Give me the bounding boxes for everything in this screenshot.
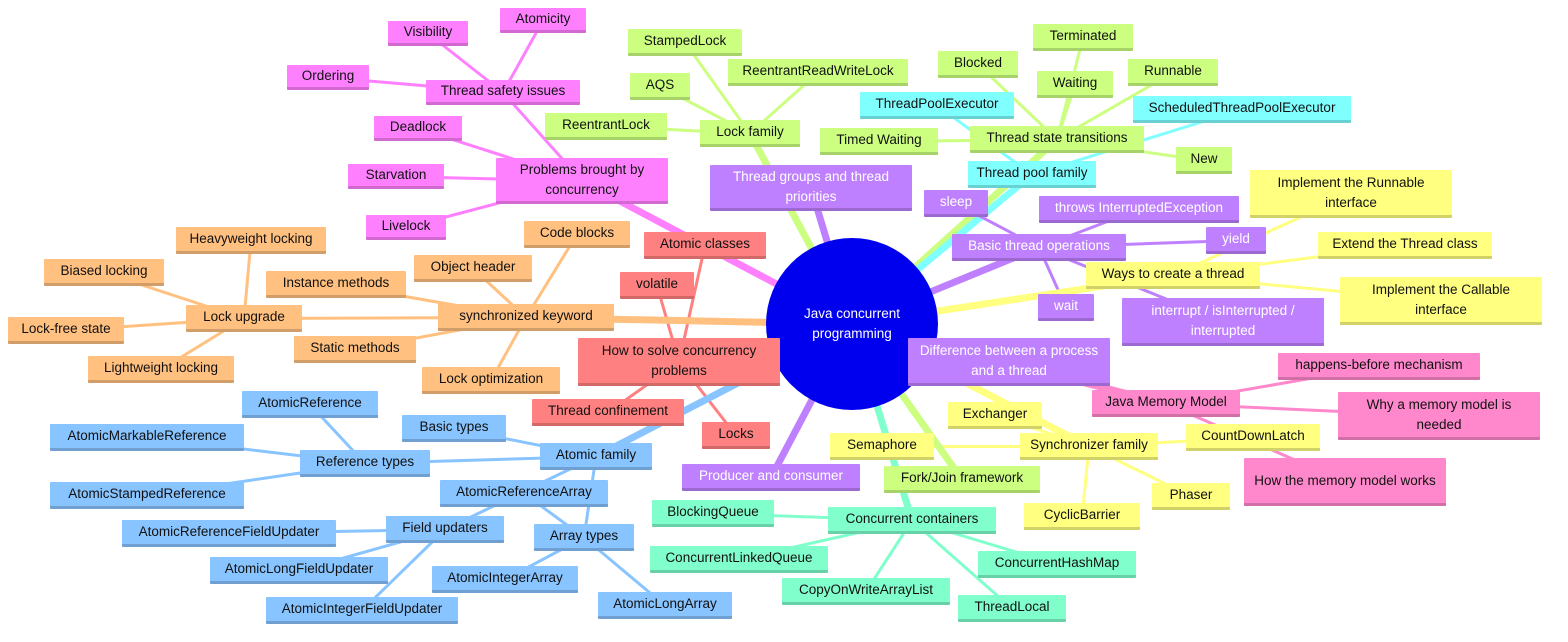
node-aqs[interactable]: AQS: [630, 73, 690, 100]
node-concurrenthashmap[interactable]: ConcurrentHashMap: [978, 551, 1136, 578]
node-interrupt-isinterrupted-interrupted[interactable]: interrupt / isInterrupted / interrupted: [1122, 298, 1324, 346]
connector-syncword-codeblocks: [524, 233, 579, 319]
node-thread-pool-family[interactable]: Thread pool family: [968, 161, 1096, 188]
node-livelock[interactable]: Livelock: [366, 215, 446, 240]
node-reentrantlock[interactable]: ReentrantLock: [545, 113, 667, 140]
node-implement-the-runnable-interface[interactable]: Implement the Runnable interface: [1250, 170, 1452, 218]
node-concurrent-containers[interactable]: Concurrent containers: [828, 507, 996, 534]
node-lightweight-locking[interactable]: Lightweight locking: [88, 356, 234, 383]
node-countdownlatch[interactable]: CountDownLatch: [1186, 424, 1320, 451]
node-visibility[interactable]: Visibility: [388, 21, 468, 46]
node-reference-types[interactable]: Reference types: [300, 450, 430, 477]
node-problems-brought-by-concurrency[interactable]: Problems brought by concurrency: [496, 158, 668, 204]
node-static-methods[interactable]: Static methods: [294, 336, 416, 363]
node-sleep[interactable]: sleep: [924, 190, 988, 217]
node-exchanger[interactable]: Exchanger: [948, 402, 1042, 429]
node-lock-free-state[interactable]: Lock-free state: [8, 317, 124, 344]
node-threadlocal[interactable]: ThreadLocal: [958, 595, 1066, 622]
node-lock-family[interactable]: Lock family: [700, 120, 800, 147]
node-how-the-memory-model-works[interactable]: How the memory model works: [1244, 458, 1446, 506]
node-happens-before-mechanism[interactable]: happens-before mechanism: [1278, 353, 1480, 380]
node-phaser[interactable]: Phaser: [1152, 483, 1230, 510]
node-copyonwritearraylist[interactable]: CopyOnWriteArrayList: [782, 578, 950, 605]
node-wait[interactable]: wait: [1038, 294, 1094, 321]
node-lock-optimization[interactable]: Lock optimization: [422, 367, 560, 394]
node-thread-safety-issues[interactable]: Thread safety issues: [426, 80, 580, 105]
node-atomic-classes[interactable]: Atomic classes: [644, 232, 766, 259]
node-difference-between-process-and-thread[interactable]: Difference between a process and a threa…: [908, 338, 1110, 386]
node-blockingqueue[interactable]: BlockingQueue: [652, 500, 774, 527]
node-atomicreferencearray[interactable]: AtomicReferenceArray: [440, 480, 608, 507]
node-stampedlock[interactable]: StampedLock: [628, 29, 742, 56]
node-biased-locking[interactable]: Biased locking: [44, 259, 164, 286]
node-atomicintegerfieldupdater[interactable]: AtomicIntegerFieldUpdater: [266, 597, 458, 624]
node-instance-methods[interactable]: Instance methods: [266, 271, 406, 298]
node-array-types[interactable]: Array types: [534, 524, 634, 551]
node-locks[interactable]: Locks: [702, 422, 770, 449]
node-starvation[interactable]: Starvation: [348, 164, 444, 189]
node-atomicity[interactable]: Atomicity: [500, 8, 586, 33]
node-blocked[interactable]: Blocked: [938, 51, 1018, 78]
node-java-memory-model[interactable]: Java Memory Model: [1092, 390, 1240, 417]
node-deadlock[interactable]: Deadlock: [374, 116, 462, 141]
node-producer-and-consumer[interactable]: Producer and consumer: [682, 464, 860, 491]
node-waiting[interactable]: Waiting: [1037, 71, 1113, 98]
node-threadpoolexecutor[interactable]: ThreadPoolExecutor: [860, 92, 1014, 119]
node-atomicreference[interactable]: AtomicReference: [242, 391, 378, 418]
node-scheduledthreadpoolexecutor[interactable]: ScheduledThreadPoolExecutor: [1133, 96, 1351, 123]
node-volatile[interactable]: volatile: [620, 272, 694, 299]
node-yield[interactable]: yield: [1206, 227, 1266, 254]
node-atomic-family[interactable]: Atomic family: [540, 443, 652, 470]
node-implement-the-callable-interface[interactable]: Implement the Callable interface: [1340, 277, 1542, 325]
node-cyclicbarrier[interactable]: CyclicBarrier: [1024, 503, 1140, 530]
node-atomiclongfieldupdater[interactable]: AtomicLongFieldUpdater: [210, 557, 388, 584]
connector-containers-tl: [910, 519, 1014, 610]
node-heavyweight-locking[interactable]: Heavyweight locking: [176, 227, 326, 254]
node-atomicreferencefieldupdater[interactable]: AtomicReferenceFieldUpdater: [122, 520, 336, 547]
node-terminated[interactable]: Terminated: [1033, 24, 1133, 51]
node-extend-the-thread-class[interactable]: Extend the Thread class: [1318, 232, 1492, 259]
node-synchronized-keyword[interactable]: synchronized keyword: [438, 304, 614, 331]
node-code-blocks[interactable]: Code blocks: [524, 221, 630, 248]
node-how-to-solve-concurrency-problems[interactable]: How to solve concurrency problems: [578, 338, 780, 386]
node-atomicstampedreference[interactable]: AtomicStampedReference: [50, 482, 244, 509]
node-semaphore[interactable]: Semaphore: [830, 433, 934, 460]
node-basic-types[interactable]: Basic types: [402, 415, 506, 442]
node-object-header[interactable]: Object header: [414, 255, 532, 282]
node-thread-groups-and-priorities[interactable]: Thread groups and thread priorities: [710, 165, 912, 211]
node-thread-confinement[interactable]: Thread confinement: [532, 399, 684, 426]
node-fork-join-framework[interactable]: Fork/Join framework: [884, 466, 1040, 493]
node-why-a-memory-model-is-needed[interactable]: Why a memory model is needed: [1338, 392, 1540, 440]
node-ordering[interactable]: Ordering: [287, 65, 369, 90]
node-new[interactable]: New: [1176, 147, 1232, 174]
node-reentrantreadwritelock[interactable]: ReentrantReadWriteLock: [728, 59, 908, 86]
node-throws-interruptedexception[interactable]: throws InterruptedException: [1039, 196, 1239, 223]
node-runnable[interactable]: Runnable: [1128, 59, 1218, 86]
node-concurrentlinkedqueue[interactable]: ConcurrentLinkedQueue: [650, 546, 828, 573]
node-field-updaters[interactable]: Field updaters: [386, 516, 504, 543]
node-synchronizer-family[interactable]: Synchronizer family: [1020, 433, 1158, 460]
node-atomiclongarray[interactable]: AtomicLongArray: [598, 592, 732, 619]
node-basic-thread-operations[interactable]: Basic thread operations: [952, 234, 1126, 261]
node-atomicintegerarray[interactable]: AtomicIntegerArray: [432, 566, 578, 593]
node-ways-to-create-a-thread[interactable]: Ways to create a thread: [1086, 262, 1260, 289]
connector-lockfam-stamped: [683, 41, 752, 135]
node-atomicmarkablereference[interactable]: AtomicMarkableReference: [50, 424, 244, 451]
node-timed-waiting[interactable]: Timed Waiting: [820, 128, 938, 155]
node-lock-upgrade[interactable]: Lock upgrade: [186, 305, 302, 332]
node-thread-state-transitions[interactable]: Thread state transitions: [970, 126, 1144, 153]
